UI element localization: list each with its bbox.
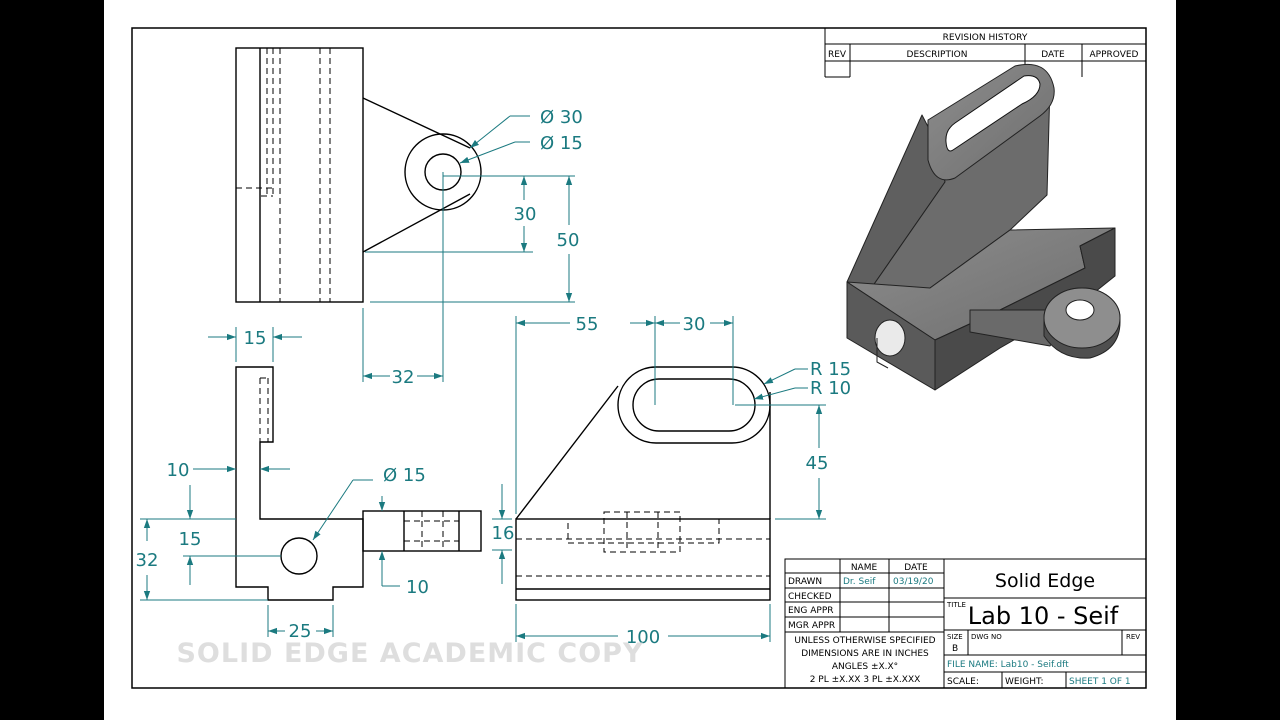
dim-top-outer-diameter: Ø 30 [540,107,583,128]
size-value: B [952,644,958,654]
side-view [235,366,482,601]
dim-top-inner-diameter: Ø 15 [540,133,583,154]
dim-side-width-15: 15 [244,328,267,349]
drawing-sheet: REVISION HISTORY REV DESCRIPTION DATE AP… [104,0,1176,720]
isometric-view [846,63,1121,391]
revision-history-title: REVISION HISTORY [943,33,1028,43]
side-view-dimensions [140,327,400,637]
drawn-date: 03/19/20 [893,577,934,587]
front-view [515,366,771,601]
drawing-canvas: REVISION HISTORY REV DESCRIPTION DATE AP… [131,27,1147,689]
revision-col-description: DESCRIPTION [907,50,968,60]
dim-front-16: 16 [492,523,515,544]
revision-history-block [824,28,1146,78]
front-view-dimensions [492,316,826,642]
dim-side-height-32: 32 [136,550,159,571]
dim-front-30: 30 [683,314,706,335]
academic-watermark: SOLID EDGE ACADEMIC COPY [176,638,643,669]
revision-col-rev: REV [828,50,847,60]
title-block [784,558,1147,689]
dim-front-r10: R 10 [810,378,851,399]
title-block-row-checked: CHECKED [788,592,832,602]
sheet-border [131,27,1147,689]
title-block-row-drawn: DRAWN [788,577,822,587]
tolerance-line-1: UNLESS OTHERWISE SPECIFIED [794,636,935,646]
dim-front-100: 100 [626,627,660,648]
dim-side-boss-10: 10 [406,577,429,598]
drawn-by-name: Dr. Seif [843,577,876,587]
drawing-title: Lab 10 - Seif [968,602,1119,630]
weight-label: WEIGHT: [1005,677,1044,687]
file-name: FILE NAME: Lab10 - Seif.dft [947,660,1069,670]
title-block-col-name: NAME [851,563,878,573]
dim-front-r15: R 15 [810,359,851,380]
title-block-row-eng-appr: ENG APPR [788,606,834,616]
size-label: SIZE [947,633,963,641]
dim-side-hole-diameter: Ø 15 [383,465,426,486]
top-view-dimensions [362,115,575,382]
dim-front-45: 45 [806,453,829,474]
dim-side-wall-10: 10 [167,460,190,481]
tolerance-line-3: ANGLES ±X.X° [832,662,898,672]
dim-top-height-30: 30 [514,204,537,225]
scale-label: SCALE: [947,677,979,687]
rev-label: REV [1126,633,1140,641]
dim-top-height-50: 50 [557,230,580,251]
top-view [235,47,482,303]
title-block-col-date: DATE [904,563,928,573]
revision-col-approved: APPROVED [1090,50,1139,60]
dim-front-55: 55 [576,314,599,335]
sheet-label: SHEET 1 OF 1 [1069,677,1131,687]
company-name: Solid Edge [995,570,1095,592]
dim-side-width-25: 25 [289,621,312,642]
title-label: TITLE [946,601,966,609]
title-block-row-mgr-appr: MGR APPR [788,621,835,631]
revision-col-date: DATE [1041,50,1065,60]
dim-top-offset-32: 32 [392,367,415,388]
dwg-no-label: DWG NO [971,633,1002,641]
tolerance-line-4: 2 PL ±X.XX 3 PL ±X.XXX [810,675,921,685]
dim-side-height-15: 15 [179,529,202,550]
tolerance-line-2: DIMENSIONS ARE IN INCHES [801,649,929,659]
